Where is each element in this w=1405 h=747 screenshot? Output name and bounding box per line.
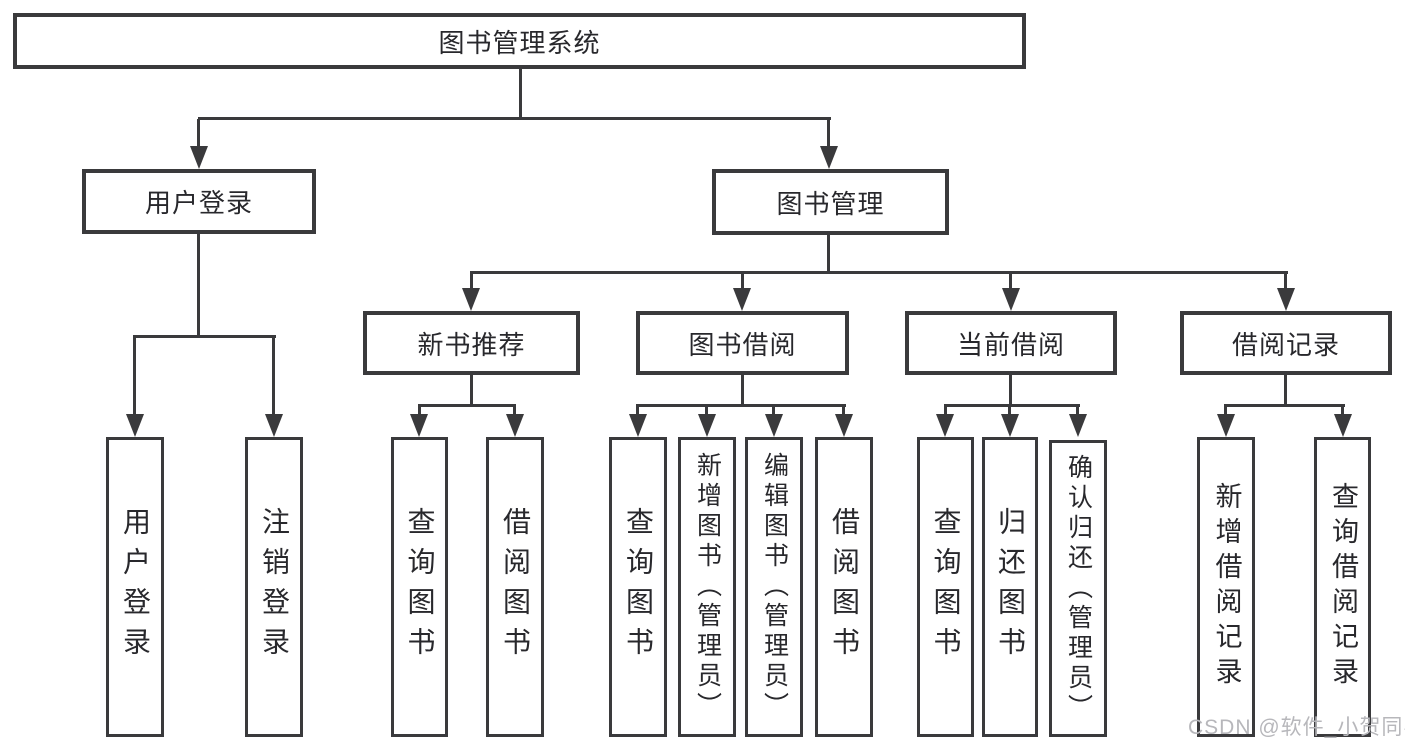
- connector-drop: [944, 406, 947, 415]
- arrow-down-icon: [1069, 414, 1087, 437]
- connector-drop: [772, 406, 775, 415]
- arrow-down-icon: [190, 146, 208, 169]
- csdn-watermark: CSDN @软件_小贺同学: [1188, 716, 1405, 739]
- leaf-add-borrow-record: 新增借阅记录: [1197, 437, 1255, 737]
- node-user-login: 用户登录: [82, 169, 316, 234]
- arrow-down-icon: [629, 414, 647, 437]
- node-book-management-label: 图书管理: [776, 188, 885, 219]
- arrow-down-icon: [733, 288, 751, 311]
- connector-userlogin-stem: [197, 234, 200, 337]
- arrow-down-icon: [820, 146, 838, 169]
- connector-drop: [1076, 406, 1079, 415]
- arrow-down-icon: [1001, 414, 1019, 437]
- connector-drop-new-book: [470, 273, 473, 289]
- node-current-borrowing: 当前借阅: [905, 311, 1117, 375]
- leaf-query-books-borrowing-label: 查询图书: [623, 507, 654, 667]
- connector-bookmgmt-bus: [470, 271, 1288, 274]
- connector-drop-borrow-record: [1284, 273, 1287, 289]
- node-current-borrowing-label: 当前借阅: [956, 329, 1065, 360]
- connector-newbook-stem: [470, 375, 473, 406]
- leaf-query-books-current: 查询图书: [917, 437, 974, 737]
- leaf-return-books: 归还图书: [982, 437, 1038, 737]
- leaf-logout-label: 注销登录: [259, 507, 290, 667]
- connector-drop: [636, 406, 639, 415]
- leaf-edit-book-admin-label: 编辑图书（管理员）: [760, 452, 789, 722]
- connector-drop: [513, 406, 516, 415]
- leaf-query-books-recommend-label: 查询图书: [404, 507, 436, 667]
- arrow-down-icon: [936, 414, 954, 437]
- connector-drop-user-login: [197, 119, 200, 147]
- connector-userlogin-bus: [133, 335, 276, 338]
- connector-drop-book-mgmt: [827, 119, 830, 147]
- leaf-borrow-books: 借阅图书: [815, 437, 873, 737]
- arrow-down-icon: [1277, 288, 1295, 311]
- node-book-borrowing-label: 图书借阅: [688, 329, 797, 360]
- leaf-user-login-label: 用户登录: [120, 507, 151, 667]
- leaf-user-login: 用户登录: [106, 437, 164, 737]
- leaf-logout: 注销登录: [245, 437, 303, 737]
- node-borrowing-records: 借阅记录: [1180, 311, 1392, 375]
- node-book-borrowing: 图书借阅: [636, 311, 849, 375]
- node-new-book-recommend-label: 新书推荐: [417, 329, 526, 360]
- leaf-query-borrow-record-label: 查询借阅记录: [1328, 482, 1358, 692]
- connector-borrowrecord-stem: [1284, 375, 1287, 406]
- leaf-query-books-recommend: 查询图书: [391, 437, 448, 737]
- leaf-borrow-books-recommend-label: 借阅图书: [500, 507, 531, 667]
- arrow-down-icon: [765, 414, 783, 437]
- arrow-down-icon: [265, 414, 283, 437]
- connector-bookborrow-bus: [636, 404, 846, 407]
- connector-drop: [1341, 406, 1344, 415]
- leaf-query-books-current-label: 查询图书: [930, 507, 962, 667]
- leaf-borrow-books-label: 借阅图书: [829, 507, 860, 667]
- leaf-confirm-return-admin-label: 确认归还（管理员）: [1064, 453, 1093, 724]
- leaf-borrow-books-recommend: 借阅图书: [486, 437, 544, 737]
- connector-drop-leaf-logout: [272, 337, 275, 415]
- arrow-down-icon: [410, 414, 428, 437]
- leaf-add-book-admin: 新增图书（管理员）: [678, 437, 736, 737]
- connector-borrowrecord-bus: [1224, 404, 1345, 407]
- connector-drop-book-borrow: [741, 273, 744, 289]
- connector-drop: [1224, 406, 1227, 415]
- arrow-down-icon: [126, 414, 144, 437]
- node-new-book-recommend: 新书推荐: [363, 311, 580, 375]
- connector-drop: [842, 406, 845, 415]
- connector-drop-current-borrow: [1009, 273, 1012, 289]
- connector-drop-leaf-login: [133, 337, 136, 415]
- connector-currentborrow-stem: [1009, 375, 1012, 406]
- leaf-add-book-admin-label: 新增图书（管理员）: [693, 452, 722, 722]
- connector-drop: [705, 406, 708, 415]
- arrow-down-icon: [1002, 288, 1020, 311]
- connector-drop: [418, 406, 421, 415]
- connector-drop: [1008, 406, 1011, 415]
- node-book-management: 图书管理: [712, 169, 949, 235]
- leaf-edit-book-admin: 编辑图书（管理员）: [745, 437, 803, 737]
- arrow-down-icon: [835, 414, 853, 437]
- node-borrowing-records-label: 借阅记录: [1231, 329, 1340, 360]
- arrow-down-icon: [698, 414, 716, 437]
- node-user-login-label: 用户登录: [144, 188, 253, 218]
- node-library-system-label: 图书管理系统: [438, 27, 601, 58]
- connector-currentborrow-bus: [944, 404, 1080, 407]
- connector-newbook-bus: [418, 404, 516, 407]
- arrow-down-icon: [506, 414, 524, 437]
- arrow-down-icon: [1217, 414, 1235, 437]
- leaf-add-borrow-record-label: 新增借阅记录: [1211, 482, 1242, 692]
- arrow-down-icon: [462, 288, 480, 311]
- leaf-confirm-return-admin: 确认归还（管理员）: [1049, 440, 1107, 737]
- leaf-query-borrow-record: 查询借阅记录: [1314, 437, 1371, 737]
- leaf-query-books-borrowing: 查询图书: [609, 437, 667, 737]
- leaf-return-books-label: 归还图书: [995, 507, 1026, 667]
- arrow-down-icon: [1334, 414, 1352, 437]
- connector-bookmgmt-stem: [827, 235, 830, 273]
- connector-root-stem: [519, 69, 522, 119]
- connector-root-bus: [198, 117, 831, 120]
- node-library-system: 图书管理系统: [13, 13, 1026, 69]
- connector-bookborrow-stem: [741, 375, 744, 406]
